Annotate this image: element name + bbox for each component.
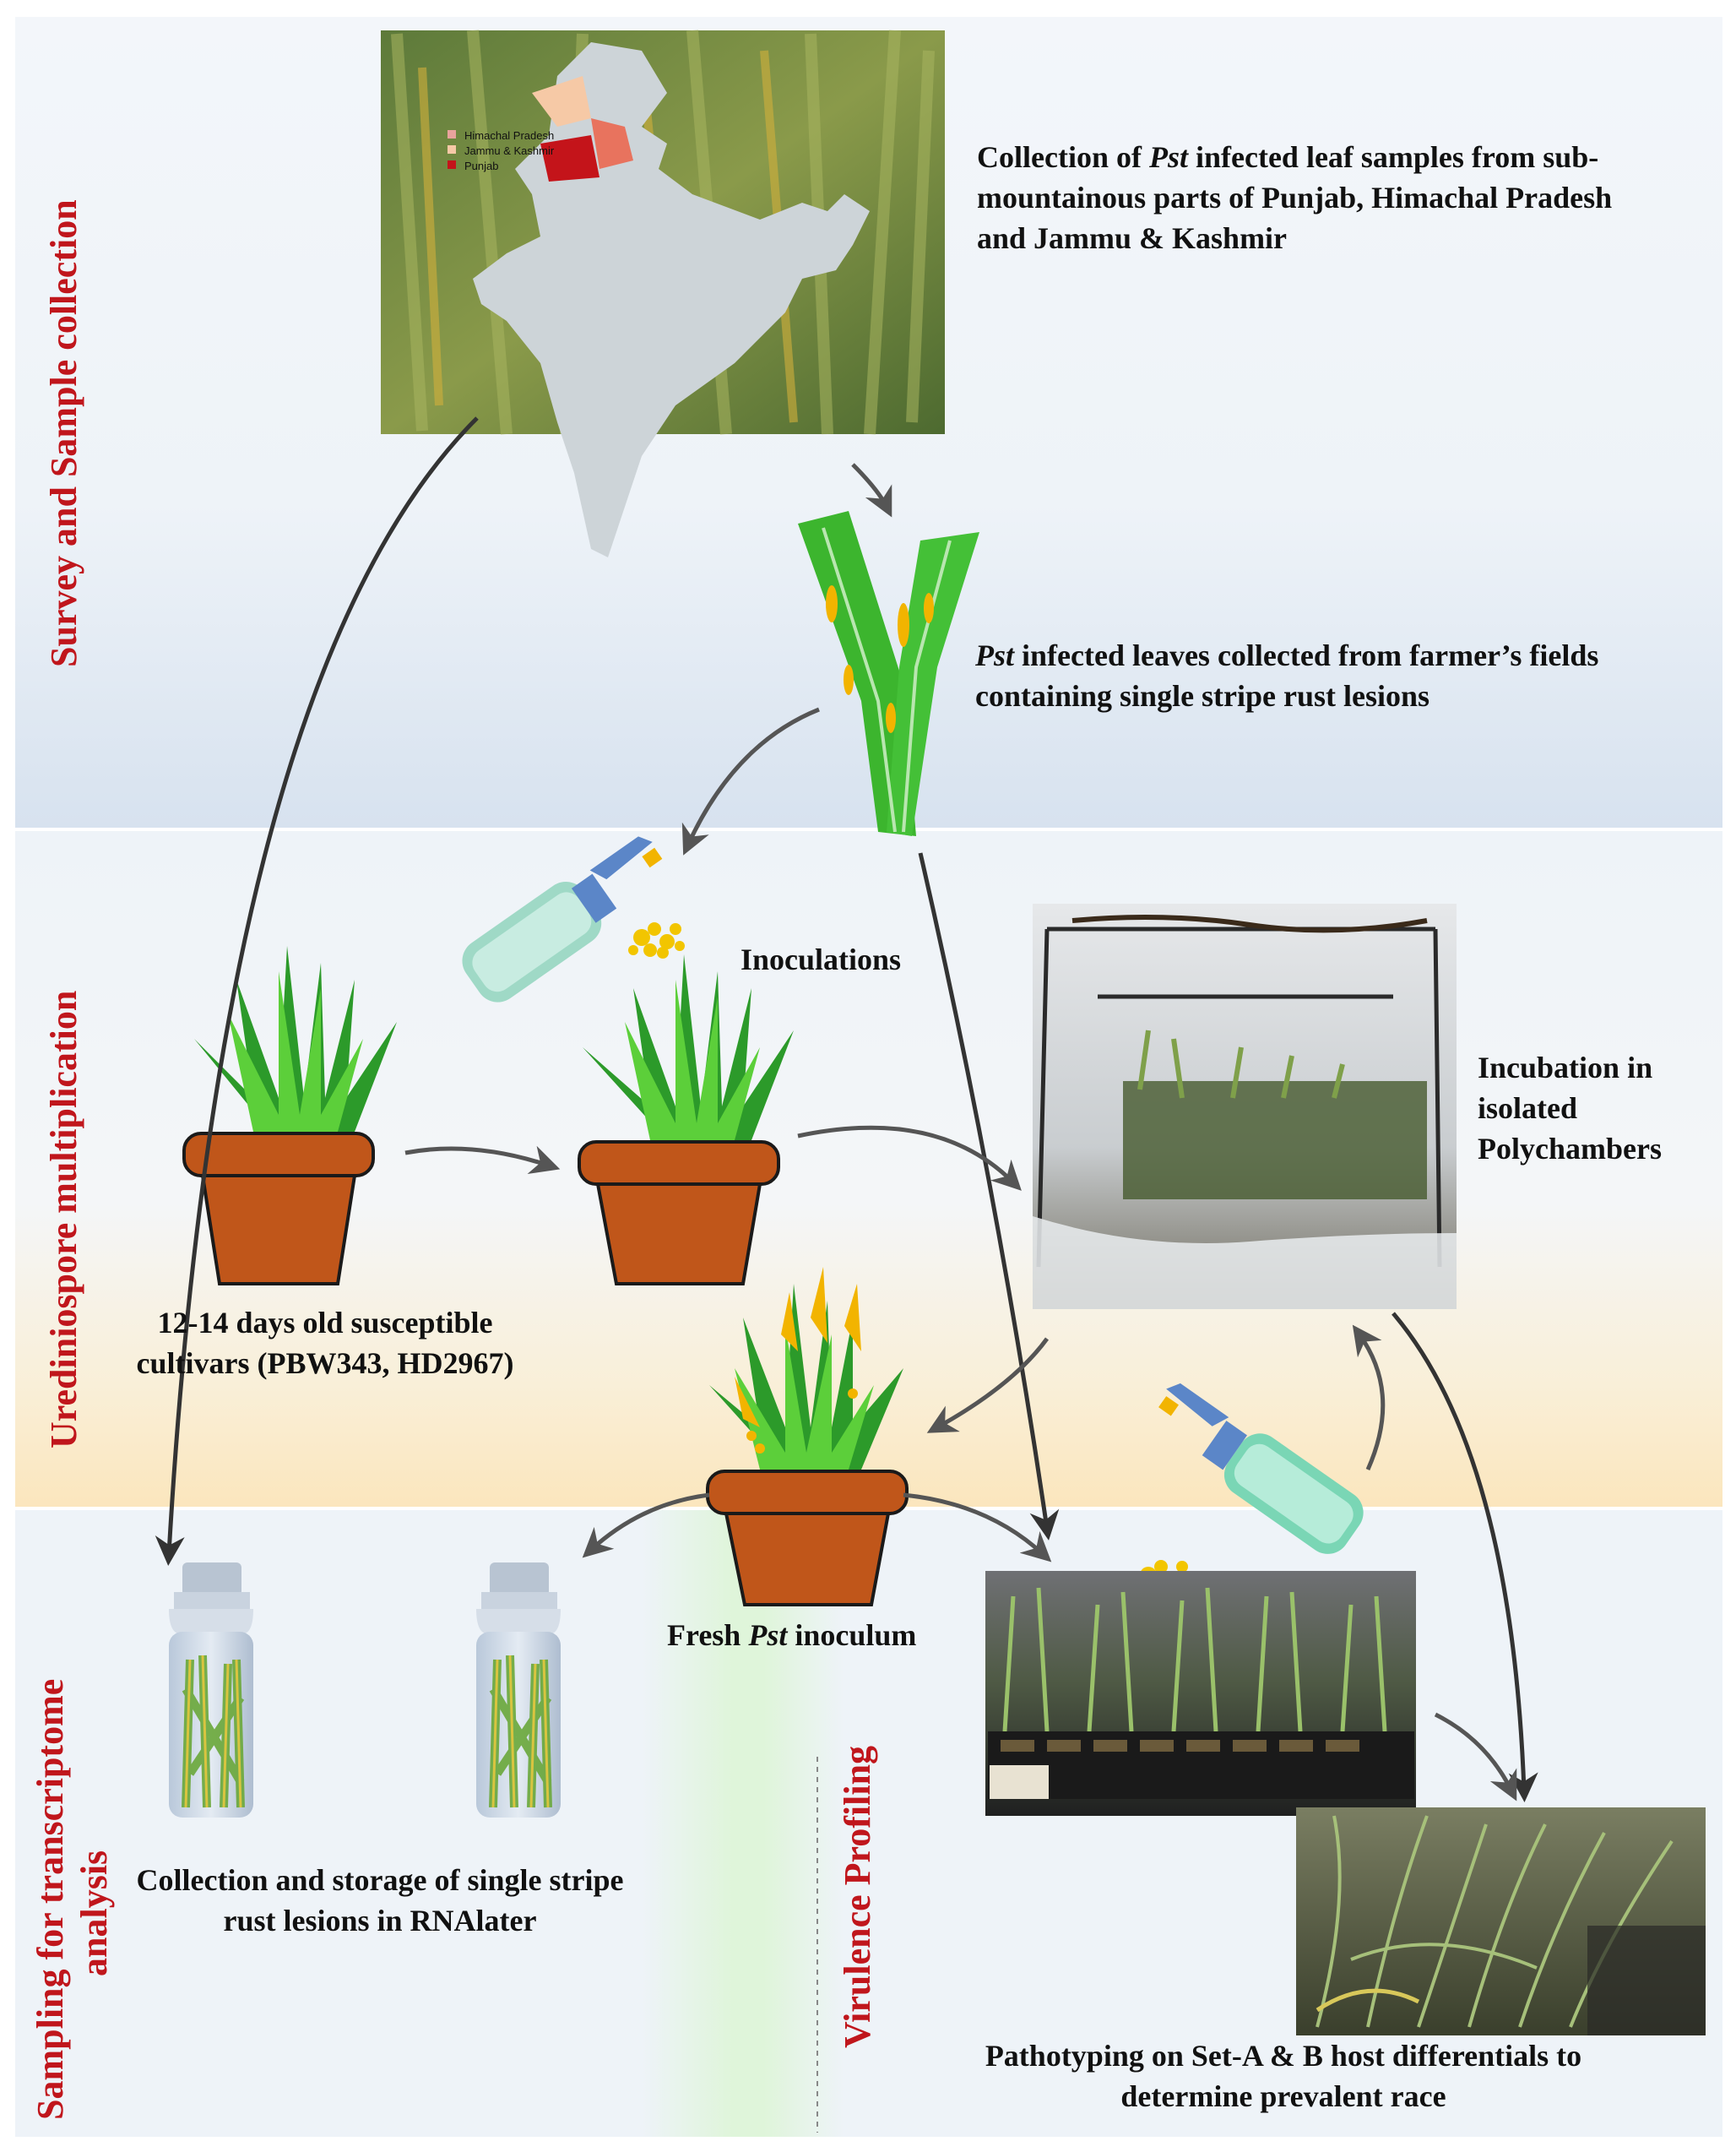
label-incubation: Incubation in isolated Polychambers — [1478, 1051, 1662, 1166]
legend-jk: Jammu & Kashmir — [464, 144, 555, 157]
spray-bottle-icon-2 — [1158, 1383, 1364, 1554]
arrow-spray-to-chamber — [1352, 1324, 1386, 1471]
flow-arrows — [155, 416, 1538, 1802]
virulence-band — [642, 1510, 844, 2137]
arrow-pot3-to-vials — [582, 1492, 710, 1558]
rnalater-vial-2 — [476, 1562, 561, 1818]
wheat-pot-cultivars — [182, 946, 397, 1285]
arrow-tray-to-pathotyping — [1434, 1712, 1517, 1801]
spray-bottle-icon — [462, 836, 663, 1003]
arrow-leaf-to-pot — [681, 707, 820, 856]
label-inoculations: Inoculations — [741, 943, 902, 976]
arrow-pot1-to-pot2 — [404, 1145, 561, 1174]
label-cultivars: 12-14 days old susceptible cultivars (PB… — [136, 1306, 514, 1380]
arrow-chamber-to-pathotyping — [1392, 1312, 1538, 1802]
label-storage: Collection and storage of single stripe … — [136, 1863, 624, 1937]
seedling-tray-photo — [985, 1571, 1416, 1816]
label-infected-leaves: Pst infected leaves collected from farme… — [975, 639, 1599, 713]
arrow-leaf-to-tray — [918, 852, 1060, 1541]
label-collection: Collection of Pst infected leaf samples … — [977, 140, 1613, 255]
arrow-map-to-vials — [155, 416, 479, 1566]
legend-himachal: Himachal Pradesh — [464, 129, 555, 142]
label-fresh-inoculum: Fresh Pst inoculum — [667, 1618, 917, 1652]
map-legend — [448, 130, 456, 169]
spore-cloud — [628, 922, 685, 959]
infected-leaf-icon — [798, 511, 979, 836]
label-pathotyping: Pathotyping on Set-A & B host differenti… — [985, 2039, 1582, 2113]
arrow-pot3-to-tray — [903, 1492, 1052, 1562]
wheat-pot-fresh-inoculum — [706, 1267, 909, 1606]
legend-punjab: Punjab — [464, 160, 499, 172]
arrow-map-to-leaf — [851, 463, 892, 518]
rnalater-vial-1 — [169, 1562, 253, 1818]
pathotyping-photo — [1296, 1807, 1706, 2035]
arrow-pot2-to-chamber — [797, 1125, 1022, 1191]
india-map — [473, 42, 870, 557]
arrow-chamber-to-pot3 — [926, 1337, 1050, 1433]
wheat-pot-inoculated — [578, 954, 794, 1285]
polychamber-photo — [1033, 904, 1457, 1309]
